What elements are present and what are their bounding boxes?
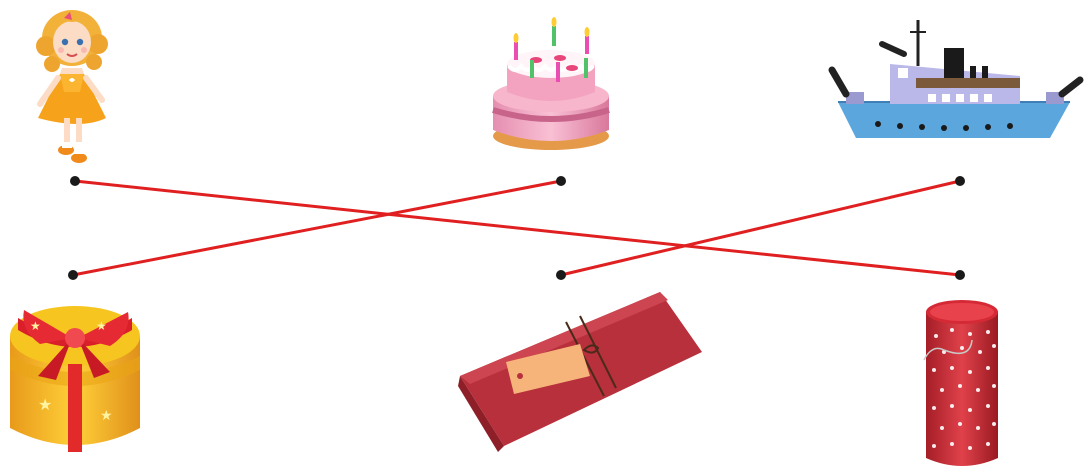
round-gift-box-icon: ★ ★ ★ ★ — [10, 306, 140, 452]
dot-rectangular-box[interactable] — [556, 270, 566, 280]
dot-tall-cylinder-box[interactable] — [955, 270, 965, 280]
match-line-doll-to-tall-cylinder-box — [75, 181, 960, 275]
dot-ship[interactable] — [955, 176, 965, 186]
rectangular-box-icon — [458, 292, 702, 452]
dot-cake[interactable] — [556, 176, 566, 186]
ship-icon — [832, 20, 1080, 138]
svg-text:★: ★ — [38, 395, 52, 414]
birthday-cake-icon — [493, 17, 609, 150]
match-line-ship-to-rectangular-box — [561, 181, 960, 275]
dot-round-gift-box[interactable] — [68, 270, 78, 280]
svg-text:★: ★ — [100, 408, 113, 424]
cylinder-box-icon — [924, 300, 998, 466]
doll-icon — [36, 10, 108, 163]
dot-doll[interactable] — [70, 176, 80, 186]
match-lines — [73, 181, 960, 275]
svg-text:★: ★ — [30, 319, 41, 333]
match-line-cake-to-round-gift-box — [73, 181, 561, 275]
svg-text:★: ★ — [96, 319, 107, 333]
